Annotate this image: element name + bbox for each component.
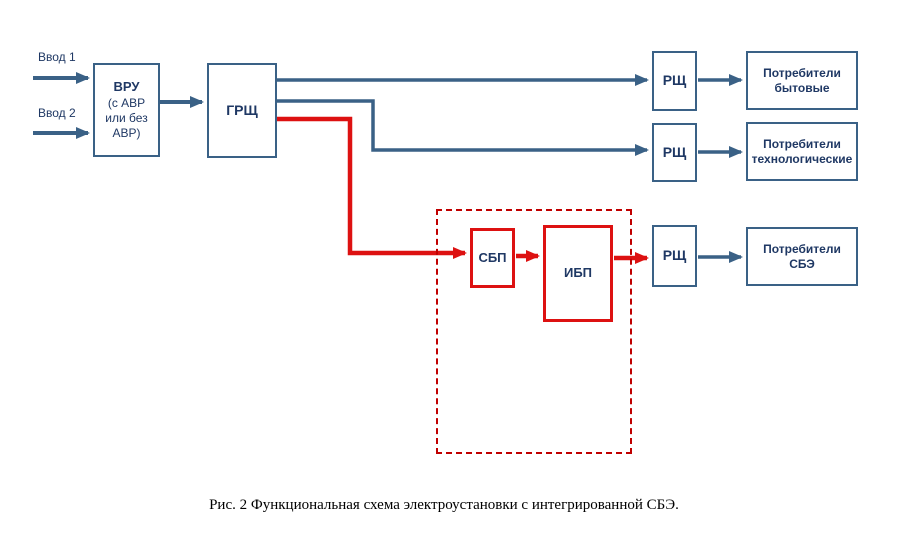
vru-title: ВРУ	[113, 79, 140, 95]
vru-subtitle-line3: АВР)	[112, 125, 141, 140]
rsh3-label: РЩ	[662, 247, 687, 264]
vru-box: ВРУ (с АВР или без АВР)	[93, 63, 160, 157]
rsh3-box: РЩ	[652, 225, 697, 287]
vru-subtitle-line1: (с АВР	[107, 95, 146, 110]
arrow-grsh-sbp	[277, 116, 467, 259]
consumers-tech-label: Потребители технологические	[751, 136, 853, 166]
consumers-household-box: Потребители бытовые	[746, 51, 858, 110]
rsh2-label: РЩ	[662, 143, 687, 160]
consumers-sbe-label: Потребители СБЭ	[763, 241, 841, 271]
rsh1-label: РЩ	[662, 72, 687, 89]
consumers-sbe-box: Потребители СБЭ	[746, 227, 858, 286]
ibp-box: ИБП	[543, 225, 613, 322]
rsh2-box: РЩ	[652, 123, 697, 182]
vru-subtitle-line2: или без	[105, 110, 148, 125]
sbp-label: СБП	[478, 249, 507, 265]
grsh-box: ГРЩ	[207, 63, 277, 158]
consumers-household-label: Потребители бытовые	[763, 65, 841, 95]
input2-label: Ввод 2	[38, 106, 76, 120]
ibp-label: ИБП	[563, 265, 593, 281]
sbe-group-outline	[436, 209, 632, 454]
arrow-grsh-rsh2	[277, 99, 649, 156]
input1-label: Ввод 1	[38, 50, 76, 64]
consumers-tech-box: Потребители технологические	[746, 122, 858, 181]
figure-caption: Рис. 2 Функциональная схема электроустан…	[209, 497, 679, 513]
rsh1-box: РЩ	[652, 51, 697, 111]
grsh-label: ГРЩ	[226, 101, 258, 118]
sbp-box: СБП	[470, 228, 515, 288]
